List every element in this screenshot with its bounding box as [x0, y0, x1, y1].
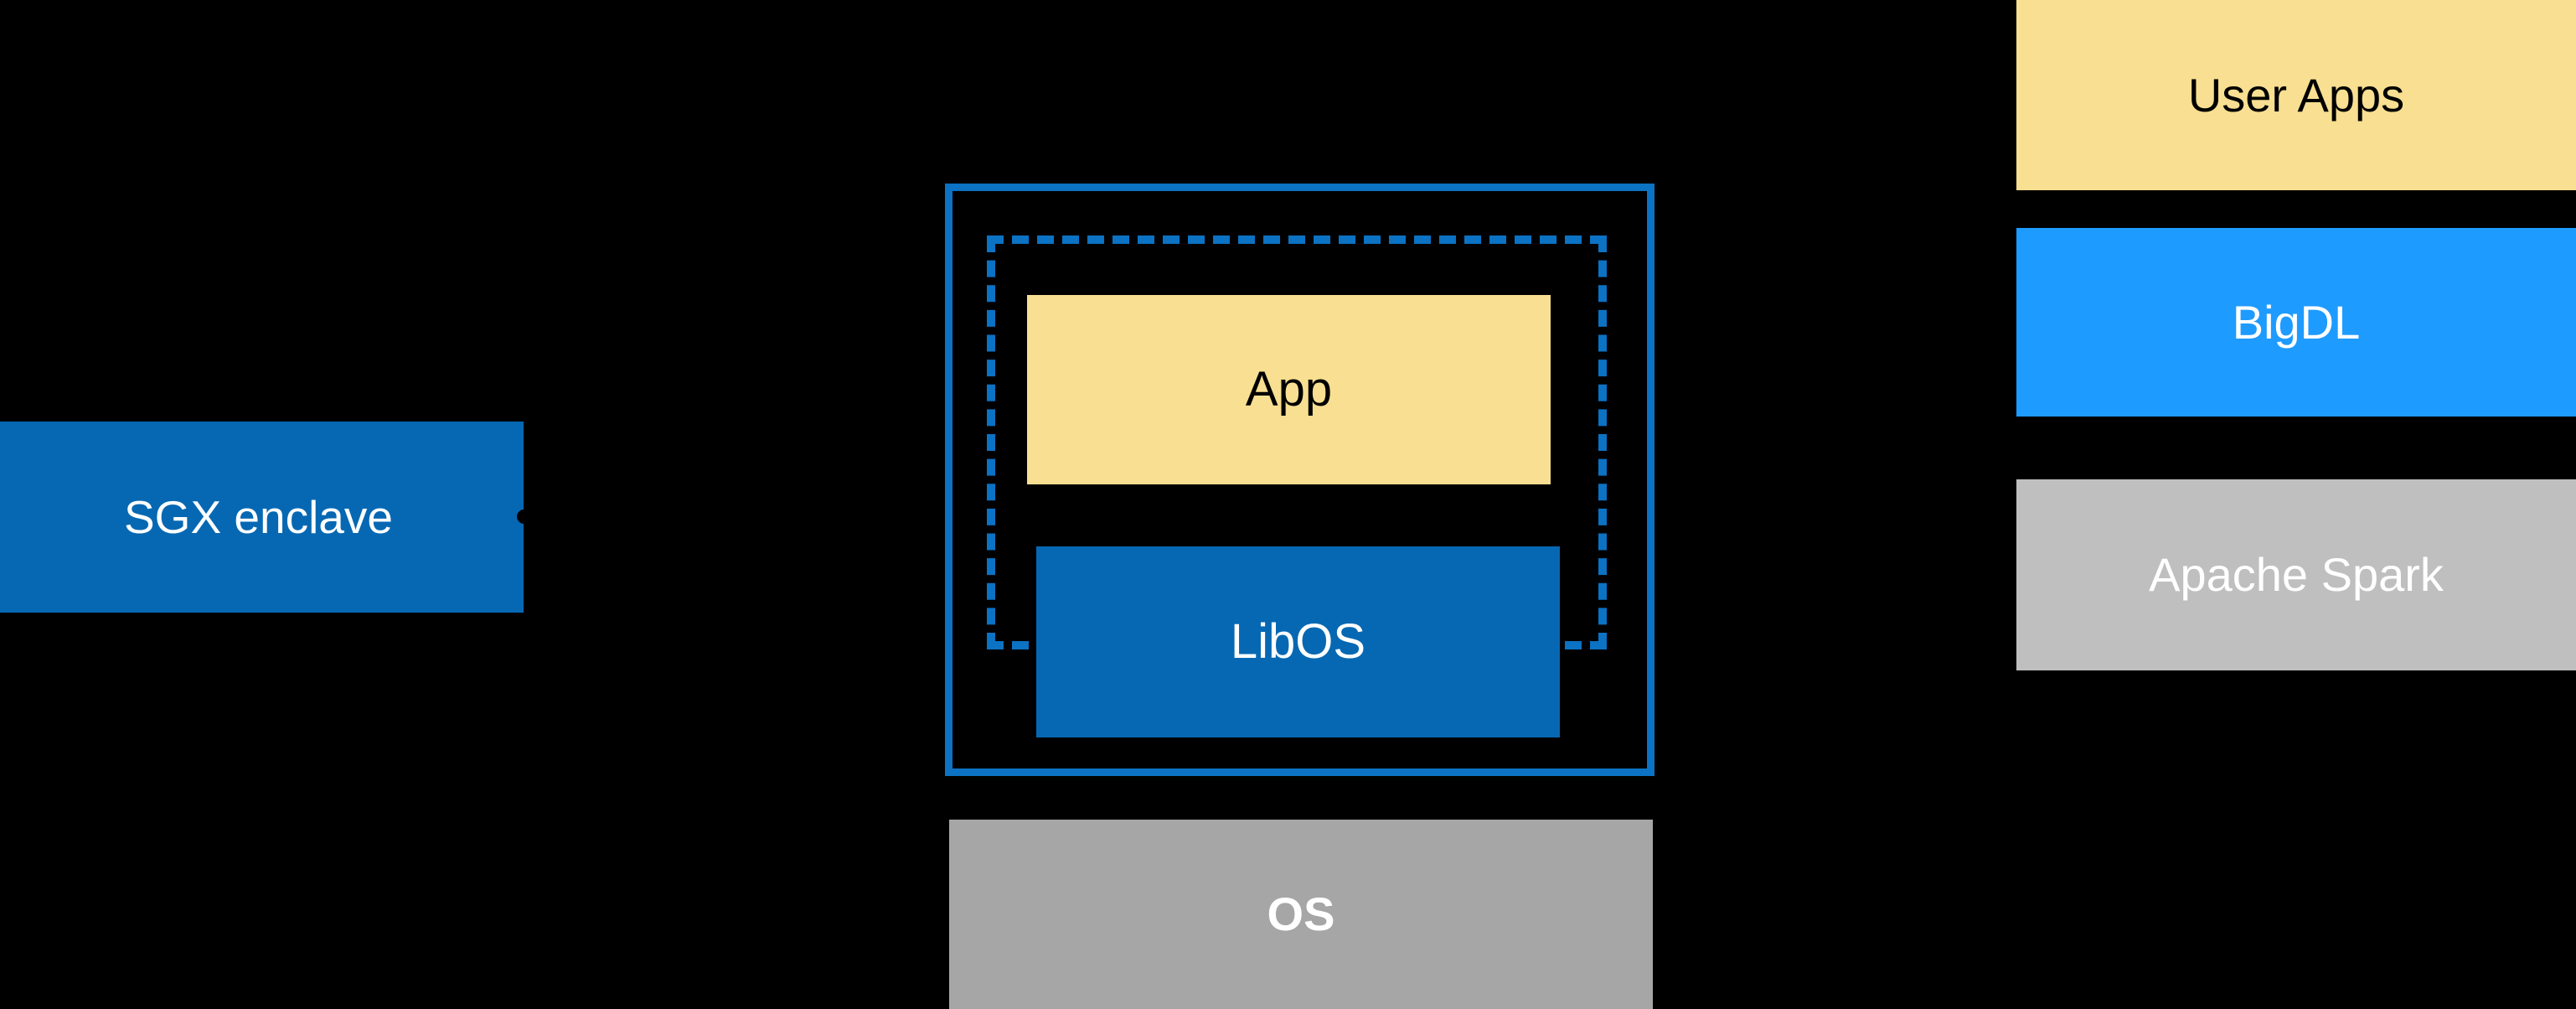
sgx-connector-dot [517, 510, 531, 524]
libos-label: LibOS [1230, 614, 1366, 670]
sgx-enclave-label: SGX enclave [123, 490, 393, 543]
app-connector-dot [1544, 509, 1557, 522]
sgx-enclave-box: SGX enclave [0, 422, 524, 613]
os-label: OS [1267, 887, 1335, 941]
user-apps-box: User Apps [2016, 0, 2576, 190]
apache-spark-label: Apache Spark [2149, 548, 2444, 602]
enclave-outer-frame [945, 184, 1655, 776]
os-box: OS [949, 820, 1653, 1009]
bigdl-box: BigDL [2016, 228, 2576, 417]
app-box: App [1027, 295, 1551, 484]
bigdl-label: BigDL [2232, 295, 2361, 349]
user-apps-label: User Apps [2187, 68, 2405, 122]
libos-box: LibOS [1036, 546, 1560, 737]
app-label: App [1245, 362, 1333, 417]
apache-spark-box: Apache Spark [2016, 479, 2576, 670]
